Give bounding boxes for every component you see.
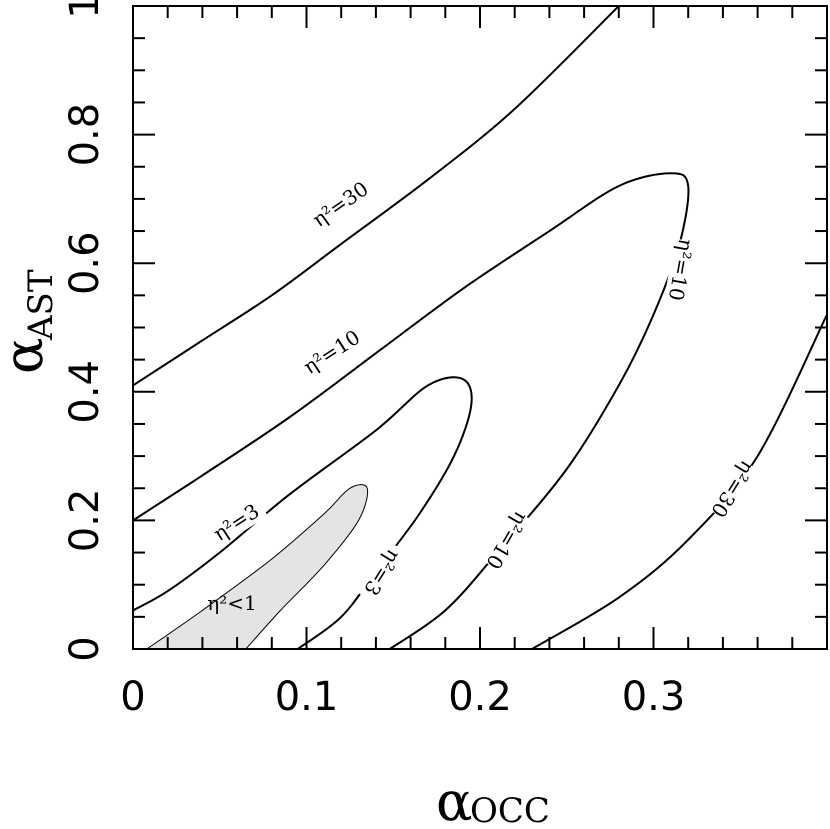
- contour-label-text: η²=10: [299, 325, 364, 379]
- contour-label-text: η²=30: [308, 176, 373, 231]
- y-axis-symbol: α: [0, 338, 55, 374]
- contour-label-text: η²=10: [481, 508, 533, 574]
- y-tick-label: 1: [62, 0, 108, 19]
- contour-label-3: η²=3: [205, 497, 268, 549]
- contour-label-background: [707, 457, 758, 521]
- contour-label-6: η²=10: [481, 508, 533, 574]
- x-axis-title: α OCC: [436, 770, 550, 829]
- x-axis-subscript: OCC: [470, 791, 550, 829]
- contour-label-background: [356, 541, 408, 604]
- contour-label-background: [300, 326, 364, 378]
- y-tick-label: 0.4: [62, 360, 108, 424]
- y-tick-label: 0: [62, 636, 108, 661]
- contour-label-background: [309, 178, 372, 231]
- contour-label-background: [482, 508, 532, 572]
- contour-label-text: η²=30: [706, 456, 759, 521]
- y-axis-subscript: AST: [21, 269, 61, 341]
- contour-line-3: [133, 172, 690, 649]
- contour-line-2: [133, 376, 473, 649]
- x-tick-label: 0.1: [275, 674, 339, 720]
- tick-labels: 0 0.1 0.2 0.3 0 0.2 0.4 0.6 0.8 1: [62, 0, 685, 720]
- x-tick-label: 0: [120, 674, 145, 720]
- contour-label-7: η²=30: [706, 456, 759, 521]
- y-tick-label: 0.8: [62, 103, 108, 167]
- contour-label-5: η²=3: [356, 541, 408, 604]
- axis-ticks: [132, 5, 828, 650]
- contour-line-5: [531, 314, 827, 649]
- x-axis-symbol: α: [436, 770, 472, 829]
- y-axis-title: α AST: [0, 269, 61, 374]
- y-tick-label: 0.6: [62, 231, 108, 295]
- plot-frame: [132, 5, 828, 650]
- contour-label-background: [205, 497, 268, 549]
- contour-line-4: [133, 6, 620, 387]
- contour-label-background: [664, 238, 697, 302]
- shaded-region-label: η²<1: [207, 591, 256, 615]
- x-tick-label: 0.3: [622, 674, 686, 720]
- contours-layer: [133, 6, 827, 649]
- contour-label-2: η²=10: [299, 325, 364, 379]
- contour-labels-layer: η²=30 η²=10 η²=3 η²=10 η²=3 η²=10 η²=30: [205, 176, 760, 604]
- contour-label-text: η²=10: [664, 237, 698, 302]
- contour-line-1: [146, 484, 369, 649]
- contour-label-4: η²=10: [664, 237, 698, 302]
- contour-label-1: η²=30: [308, 176, 373, 231]
- x-tick-label: 0.2: [448, 674, 512, 720]
- y-tick-label: 0.2: [62, 489, 108, 553]
